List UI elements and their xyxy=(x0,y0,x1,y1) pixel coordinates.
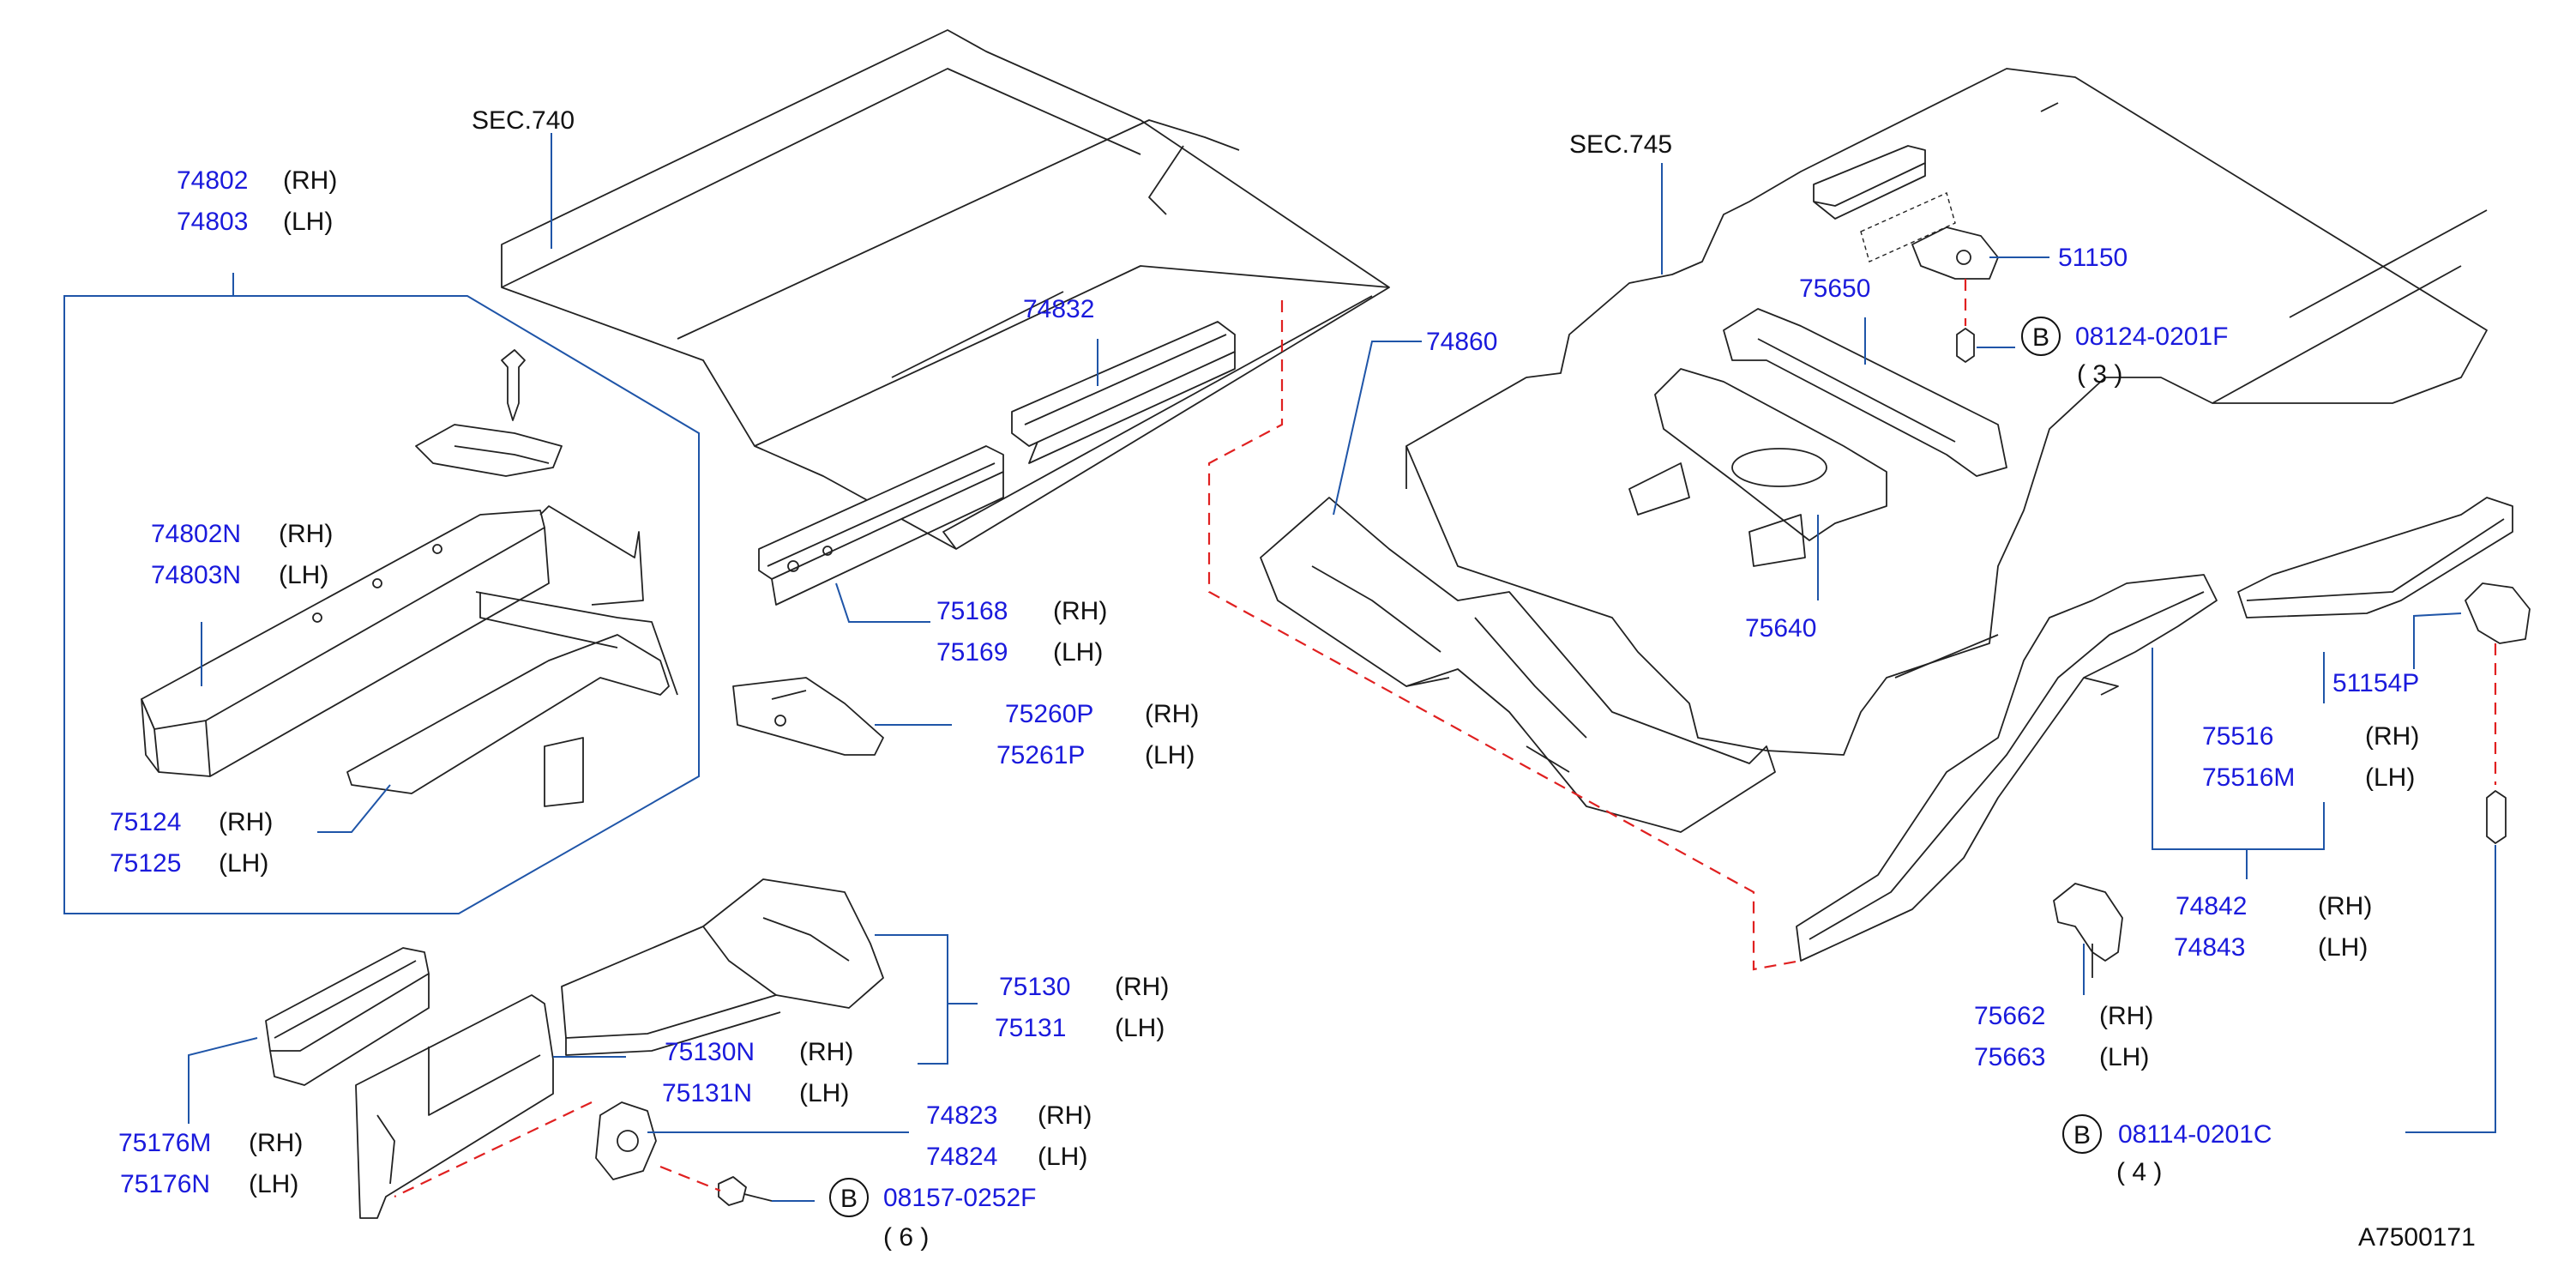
part-number-75260P[interactable]: 75260P xyxy=(1005,700,1093,728)
part-number-08157-0252F[interactable]: 08157-0252F xyxy=(883,1184,1036,1212)
side-74823: (RH) xyxy=(1038,1101,1092,1130)
part-75168-drawing xyxy=(758,445,1004,606)
side-74803N: (LH) xyxy=(279,561,328,589)
part-number-74823[interactable]: 74823 xyxy=(926,1101,997,1130)
part-number-75640[interactable]: 75640 xyxy=(1745,614,1816,643)
qty-08114: ( 4 ) xyxy=(2116,1158,2162,1186)
figure-id: A7500171 xyxy=(2358,1223,2476,1252)
part-75650-drawing xyxy=(1723,308,2007,477)
side-75260P: (RH) xyxy=(1145,700,1199,728)
part-number-75168[interactable]: 75168 xyxy=(936,597,1008,625)
part-number-75130N[interactable]: 75130N xyxy=(665,1038,755,1066)
qty-08157: ( 6 ) xyxy=(883,1223,929,1252)
bolt-08157-drawing xyxy=(718,1176,773,1206)
part-51154P-drawing xyxy=(2465,582,2531,644)
labels: SEC.740 SEC.745 74802 (RH) 74803 (LH) 74… xyxy=(110,106,2476,1252)
part-number-75124[interactable]: 75124 xyxy=(110,808,181,836)
part-number-08114-0201C[interactable]: 08114-0201C xyxy=(2118,1120,2272,1149)
part-number-75125[interactable]: 75125 xyxy=(110,849,181,878)
part-number-75131[interactable]: 75131 xyxy=(995,1014,1066,1042)
part-74832-drawing xyxy=(1011,321,1236,464)
bolt-08124-drawing xyxy=(1956,328,1975,363)
part-number-74843[interactable]: 74843 xyxy=(2174,933,2245,962)
side-75663: (LH) xyxy=(2099,1043,2149,1071)
part-75130-drawing xyxy=(561,878,884,1056)
part-number-75516M[interactable]: 75516M xyxy=(2202,763,2295,792)
side-74802N: (RH) xyxy=(279,520,333,548)
part-number-75662[interactable]: 75662 xyxy=(1974,1002,2045,1030)
side-75662: (RH) xyxy=(2099,1002,2153,1030)
leader-lines xyxy=(188,133,2496,1202)
part-number-75650[interactable]: 75650 xyxy=(1799,275,1870,303)
part-number-74824[interactable]: 74824 xyxy=(926,1143,997,1171)
side-75130N: (RH) xyxy=(799,1038,853,1066)
side-74842: (RH) xyxy=(2318,892,2372,920)
section-ref-740: SEC.740 xyxy=(472,106,575,135)
bolt-marker-circle-08157 xyxy=(829,1178,869,1217)
part-number-51150[interactable]: 51150 xyxy=(2058,244,2128,272)
part-number-75176M[interactable]: 75176M xyxy=(118,1129,211,1157)
center-floor-panel-drawing xyxy=(1405,68,2488,756)
part-75516-drawing xyxy=(2237,497,2513,618)
side-74803: (LH) xyxy=(283,208,333,236)
side-75131: (LH) xyxy=(1115,1014,1165,1042)
side-75261P: (LH) xyxy=(1145,741,1195,769)
side-75516M: (LH) xyxy=(2365,763,2415,792)
part-74860-drawing xyxy=(1260,497,1776,833)
part-number-74842[interactable]: 74842 xyxy=(2176,892,2247,920)
bolt-08114-drawing xyxy=(2486,790,2507,844)
bolt-marker-circle-08124 xyxy=(2021,317,2061,356)
part-number-75663[interactable]: 75663 xyxy=(1974,1043,2045,1071)
side-75176N: (LH) xyxy=(249,1170,298,1198)
part-number-08124-0201F[interactable]: 08124-0201F xyxy=(2075,323,2228,351)
part-number-74860[interactable]: 74860 xyxy=(1426,328,1497,356)
part-number-75131N[interactable]: 75131N xyxy=(662,1079,752,1107)
side-75176M: (RH) xyxy=(249,1129,303,1157)
bolt-marker-08124: B xyxy=(2032,323,2049,352)
side-75125: (LH) xyxy=(219,849,268,878)
part-75130N-drawing xyxy=(355,994,554,1219)
bracket-drawing xyxy=(415,424,563,477)
part-number-75261P[interactable]: 75261P xyxy=(996,741,1085,769)
rail-drawing xyxy=(1813,145,1956,262)
side-74824: (LH) xyxy=(1038,1143,1087,1171)
alignment-dashed-lines xyxy=(394,279,2497,1198)
parts-group-box xyxy=(63,273,700,914)
part-74802N-drawing xyxy=(141,505,644,777)
side-75130: (RH) xyxy=(1115,973,1169,1001)
part-number-74803N[interactable]: 74803N xyxy=(151,561,241,589)
section-ref-745: SEC.745 xyxy=(1569,130,1672,159)
bolt-marker-08157: B xyxy=(840,1185,858,1213)
side-75169: (LH) xyxy=(1053,638,1103,667)
side-75124: (RH) xyxy=(219,808,273,836)
part-51150-drawing xyxy=(1911,226,1999,280)
bolt-marker-08114: B xyxy=(2073,1121,2091,1149)
part-number-75169[interactable]: 75169 xyxy=(936,638,1008,667)
part-number-75516[interactable]: 75516 xyxy=(2202,722,2273,751)
part-number-75130[interactable]: 75130 xyxy=(999,973,1070,1001)
side-75516: (RH) xyxy=(2365,722,2419,751)
part-75124-drawing xyxy=(346,591,678,807)
side-74843: (LH) xyxy=(2318,933,2368,962)
part-75662-drawing xyxy=(2053,883,2123,978)
side-75168: (RH) xyxy=(1053,597,1107,625)
part-74842-drawing xyxy=(1796,574,2218,962)
qty-08124: ( 3 ) xyxy=(2077,360,2122,389)
part-75640-drawing xyxy=(1628,368,1887,567)
part-75260P-drawing xyxy=(732,677,884,756)
part-number-51154P[interactable]: 51154P xyxy=(2332,669,2419,697)
part-74823-drawing xyxy=(595,1101,657,1180)
part-number-74802[interactable]: 74802 xyxy=(177,166,248,195)
part-75176M-drawing xyxy=(265,947,430,1086)
clip-drawing xyxy=(501,349,526,421)
part-number-75176N[interactable]: 75176N xyxy=(120,1170,210,1198)
part-number-74832[interactable]: 74832 xyxy=(1023,295,1094,323)
rear-floor-panel-drawing xyxy=(501,29,1390,550)
side-75131N: (LH) xyxy=(799,1079,849,1107)
part-number-74803[interactable]: 74803 xyxy=(177,208,248,236)
part-number-74802N[interactable]: 74802N xyxy=(151,520,241,548)
side-74802: (RH) xyxy=(283,166,337,195)
bolt-marker-circle-08114 xyxy=(2062,1114,2102,1154)
